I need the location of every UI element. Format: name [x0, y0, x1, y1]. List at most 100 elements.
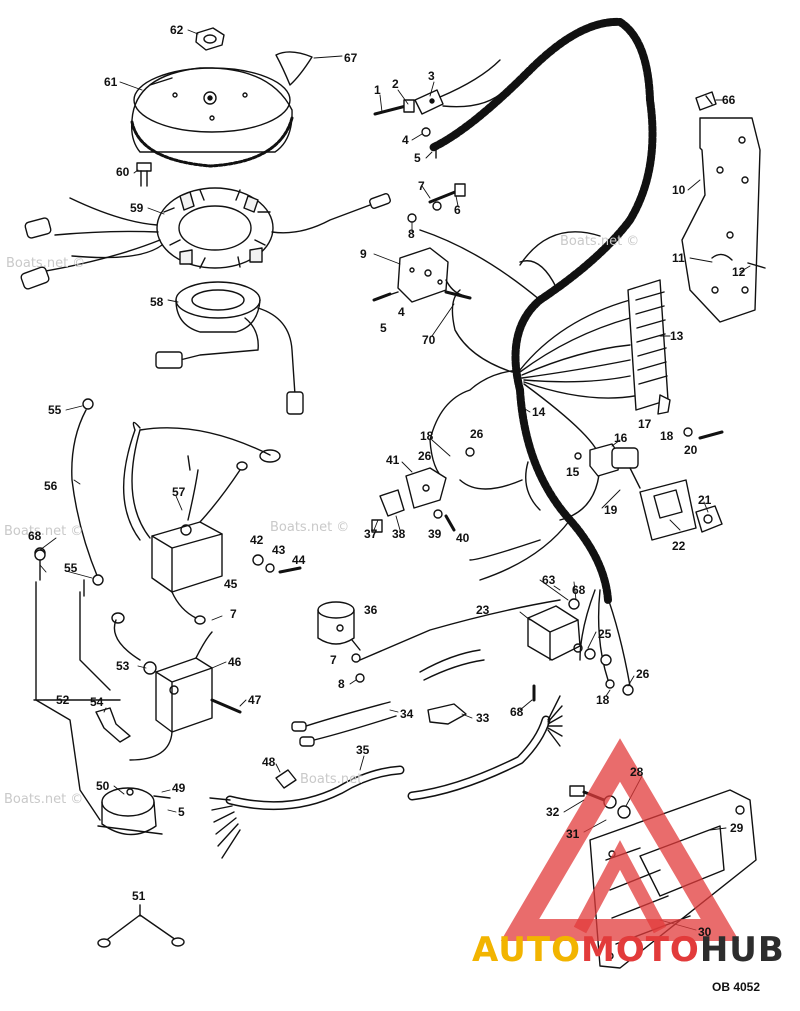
grommet-68 — [34, 549, 46, 561]
jumper-lead-51 — [97, 904, 185, 948]
callout-number: 37 — [364, 527, 378, 541]
boot-54 — [95, 707, 131, 743]
stator — [20, 187, 391, 290]
callout-number: 16 — [614, 431, 628, 445]
callout-number: 18 — [420, 429, 434, 443]
callout-number: 23 — [476, 603, 490, 617]
callout-number: 4 — [402, 133, 409, 147]
callout-number: 19 — [604, 503, 618, 517]
power-pack — [122, 421, 281, 625]
callout-number: 20 — [684, 443, 698, 457]
screw-20 — [698, 430, 724, 440]
callout-number: 7 — [330, 653, 337, 667]
drawing-code: OB 4052 — [712, 980, 761, 994]
fastener-42-44 — [252, 554, 302, 574]
watermark: Boats.net © — [270, 520, 350, 535]
callout-leaders — [39, 29, 751, 931]
screw-70 — [444, 290, 472, 300]
callout-number: 56 — [44, 479, 58, 493]
callout-number: 62 — [170, 23, 184, 37]
callout-number: 21 — [698, 493, 712, 507]
callout-number: 5 — [380, 321, 387, 335]
callout-number: 48 — [262, 755, 276, 769]
watermark: Boats.net © — [6, 256, 86, 271]
flywheel — [130, 67, 294, 168]
clip-48 — [275, 769, 297, 789]
stud-assembly — [407, 183, 466, 223]
screw-5 — [372, 292, 392, 302]
callout-number: 68 — [572, 583, 586, 597]
terminal-assembly-1 — [373, 59, 506, 159]
logo-part-moto: MOTO — [580, 930, 700, 970]
callout-number: 18 — [660, 429, 674, 443]
bracket-assembly — [681, 91, 766, 323]
stator-screw — [136, 162, 152, 187]
harness-35 — [209, 695, 563, 859]
callout-number: 3 — [428, 69, 435, 83]
callout-number: 57 — [172, 485, 186, 499]
callout-number: 51 — [132, 889, 146, 903]
callout-number: 52 — [56, 693, 70, 707]
callout-number: 10 — [672, 183, 686, 197]
callout-number: 11 — [672, 251, 685, 265]
callout-number: 38 — [392, 527, 406, 541]
callout-number: 8 — [338, 677, 345, 691]
callout-number: 47 — [248, 693, 262, 707]
callout-number: 28 — [630, 765, 644, 779]
callout-number: 26 — [636, 667, 650, 681]
callout-number: 66 — [722, 93, 736, 107]
callout-number: 26 — [418, 449, 432, 463]
terminal-block — [627, 279, 671, 415]
callout-number: 35 — [356, 743, 370, 757]
watermark: Boats.net © — [560, 234, 640, 249]
callout-number: 14 — [532, 405, 546, 419]
callout-number: 42 — [250, 533, 264, 547]
callout-number: 40 — [456, 531, 470, 545]
callout-number: 58 — [150, 295, 164, 309]
callout-number: 61 — [104, 75, 118, 89]
rectifier — [379, 247, 471, 303]
watermark: Boats.net — [300, 772, 363, 787]
callout-number: 7 — [230, 607, 237, 621]
callout-number: 67 — [344, 51, 358, 65]
callout-number: 9 — [360, 247, 367, 261]
callout-number: 15 — [566, 465, 580, 479]
callout-number: 43 — [272, 543, 286, 557]
ignition-coil — [111, 612, 242, 761]
callout-number: 41 — [386, 453, 400, 467]
callout-number: 50 — [96, 779, 110, 793]
callout-number: 70 — [422, 333, 436, 347]
boot-33 — [427, 703, 467, 725]
watermark: Boats.net © — [4, 792, 84, 807]
callout-number: 59 — [130, 201, 144, 215]
callout-number: 53 — [116, 659, 130, 673]
callout-number: 29 — [730, 821, 744, 835]
callout-number: 63 — [542, 573, 556, 587]
callout-number: 46 — [228, 655, 242, 669]
callout-number: 55 — [64, 561, 78, 575]
timer-base — [155, 281, 304, 415]
callout-number: 25 — [598, 627, 612, 641]
main-harness — [359, 17, 657, 687]
callout-number: 68 — [510, 705, 524, 719]
battery-leads-34 — [291, 649, 485, 747]
callout-number: 4 — [398, 305, 405, 319]
callout-number: 31 — [566, 827, 580, 841]
callout-number: 55 — [48, 403, 62, 417]
callout-number: 5 — [178, 805, 185, 819]
screw-40 — [444, 514, 456, 532]
callout-number: 26 — [470, 427, 484, 441]
callout-number: 34 — [400, 707, 414, 721]
ground-lead — [71, 398, 104, 586]
logo-part-auto: AUTO — [472, 930, 581, 970]
callout-number: 2 — [392, 77, 399, 91]
callout-number: 54 — [90, 695, 104, 709]
callout-number: 6 — [454, 203, 461, 217]
starter-solenoid — [527, 598, 634, 696]
callout-number: 7 — [418, 179, 425, 193]
key-switch — [574, 443, 641, 489]
flywheel-nut — [195, 27, 225, 51]
callout-number: 60 — [116, 165, 130, 179]
